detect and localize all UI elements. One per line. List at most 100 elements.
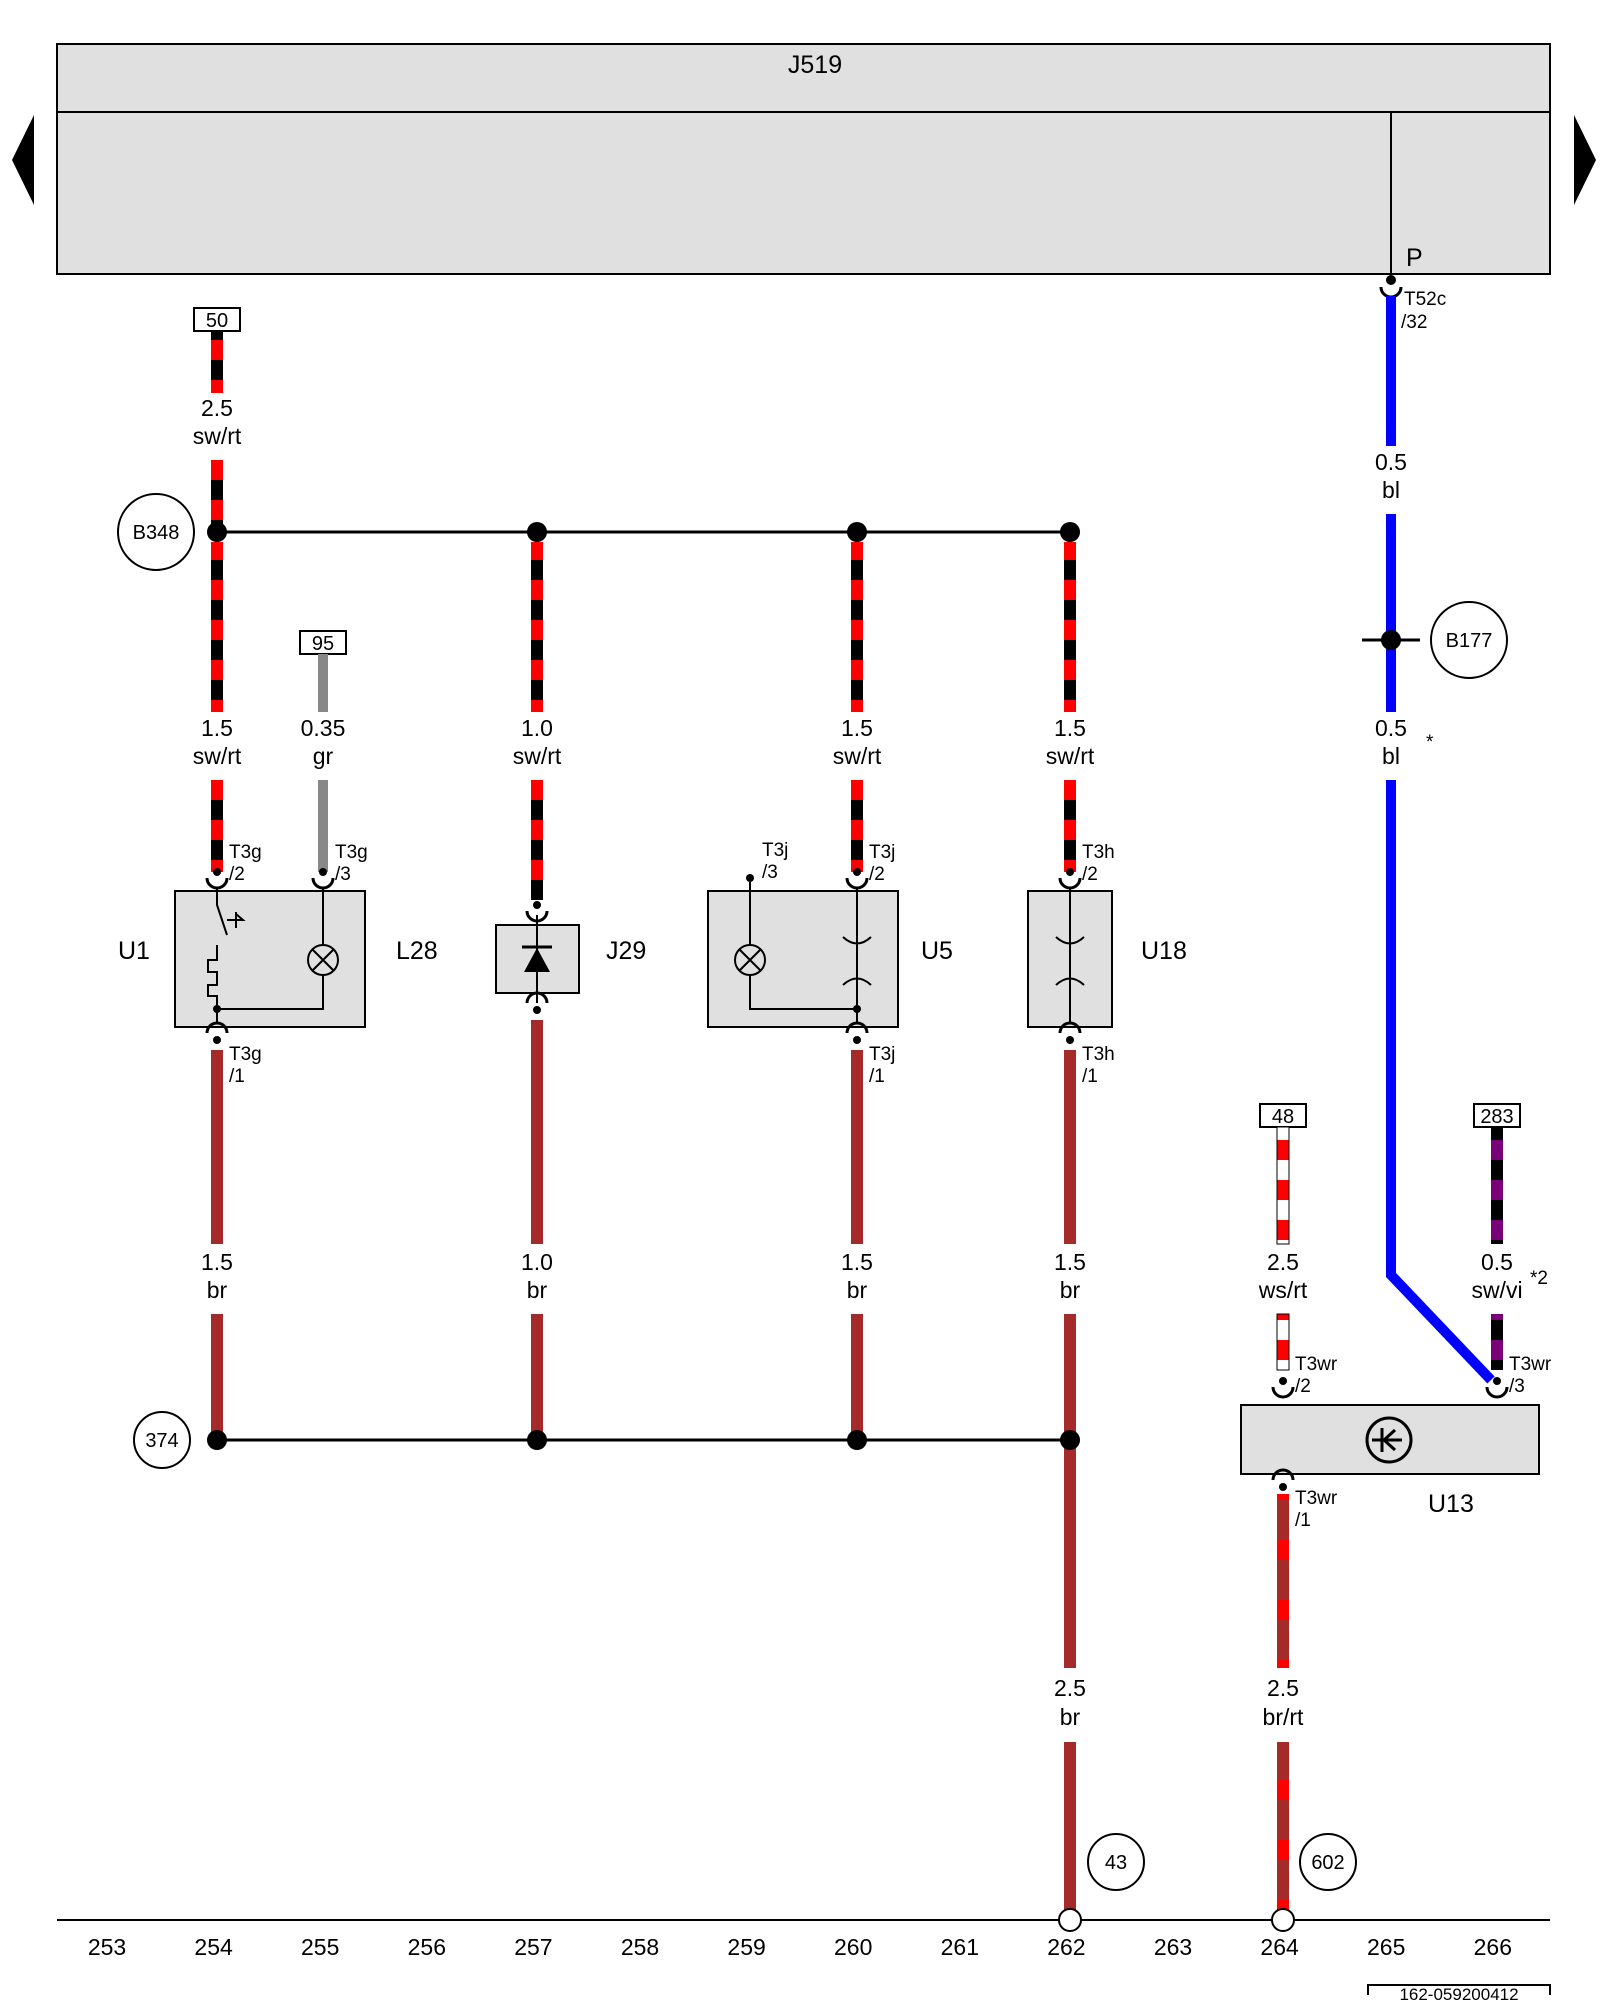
previous-page-arrow-icon[interactable] (12, 115, 34, 205)
column-number: 262 (1047, 1934, 1085, 1960)
svg-text:/2: /2 (1082, 864, 1098, 885)
junction-b177: B177 (1362, 601, 1508, 679)
wire-260-brown-upper (851, 1050, 863, 1244)
wire-257-upper (531, 542, 543, 712)
svg-text:T3h: T3h (1082, 1044, 1115, 1065)
wire-label-2-5-sw-rt: 2.5 sw/rt (193, 395, 242, 449)
component-u1-l28: U1 L28 (118, 888, 438, 1028)
svg-text:48: 48 (1272, 1106, 1294, 1128)
column-number: 254 (194, 1934, 233, 1960)
svg-text:43: 43 (1105, 1852, 1127, 1874)
svg-text:1.5: 1.5 (1054, 1249, 1086, 1275)
svg-text:T52c: T52c (1404, 289, 1446, 310)
svg-text:/32: /32 (1401, 312, 1427, 333)
wire-260-mid (851, 780, 863, 872)
svg-text:*2: *2 (1530, 1268, 1548, 1289)
ref-box-283: 283 (1473, 1103, 1521, 1128)
svg-text:sw/vi: sw/vi (1471, 1277, 1522, 1303)
svg-text:bl: bl (1382, 477, 1400, 503)
control-unit-label: J519 (788, 51, 842, 79)
ground-point-602: 602 (1299, 1833, 1357, 1891)
wire-bl-upper (1386, 296, 1396, 446)
component-u18: U18 (1027, 888, 1187, 1028)
connector-t3g-2: T3g /2 (205, 842, 262, 890)
svg-text:/2: /2 (1295, 1376, 1311, 1397)
wire-264-lower (1277, 1742, 1289, 1920)
column-number: 257 (514, 1934, 552, 1960)
svg-text:162-059200412: 162-059200412 (1399, 1985, 1518, 2000)
wire-bl-mid (1386, 514, 1396, 712)
svg-text:T3g: T3g (229, 842, 262, 863)
svg-text:/1: /1 (1082, 1066, 1098, 1087)
ground-node-262 (1060, 1430, 1080, 1450)
wire-label-bl-lower: 0.5 bl * (1375, 715, 1434, 769)
svg-text:1.5: 1.5 (841, 1249, 873, 1275)
svg-text:/2: /2 (869, 864, 885, 885)
svg-text:1.5: 1.5 (841, 715, 873, 741)
column-number: 259 (727, 1934, 765, 1960)
wire-262-brown-mid (1064, 1314, 1076, 1668)
svg-text:95: 95 (312, 633, 334, 655)
wire-label-264-bottom: 2.5 br/rt (1263, 1675, 1305, 1730)
wire-283-upper (1491, 1127, 1503, 1244)
svg-text:br: br (1060, 1277, 1081, 1303)
wire-262-brown-bottom (1064, 1742, 1076, 1920)
svg-text:1.5: 1.5 (1054, 715, 1086, 741)
svg-text:*: * (1426, 732, 1434, 753)
wire-260-upper (851, 542, 863, 712)
wire-label-283: 0.5 sw/vi *2 (1471, 1249, 1548, 1303)
wire-50-upper (211, 331, 223, 393)
column-number: 263 (1154, 1934, 1192, 1960)
svg-text:T3wr: T3wr (1295, 1488, 1338, 1509)
ground-node-260 (847, 1430, 867, 1450)
wire-48-upper (1276, 1126, 1290, 1245)
ground-terminal-262 (1058, 1908, 1082, 1932)
svg-text:T3h: T3h (1082, 842, 1115, 863)
svg-text:br: br (847, 1277, 868, 1303)
svg-text:br: br (527, 1277, 548, 1303)
svg-text:U13: U13 (1428, 1490, 1474, 1518)
svg-text:J29: J29 (606, 937, 646, 965)
svg-text:50: 50 (206, 310, 228, 332)
wire-bl-lower (1386, 780, 1495, 1384)
svg-text:0.5: 0.5 (1375, 715, 1407, 741)
component-u13: U13 (1240, 1404, 1540, 1518)
column-number: 265 (1367, 1934, 1405, 1960)
next-page-arrow-icon[interactable] (1574, 115, 1596, 205)
socket-icon (842, 936, 872, 986)
connector-t3j-3: T3j /3 (746, 840, 788, 883)
svg-text:1.5: 1.5 (201, 715, 233, 741)
svg-text:/3: /3 (335, 864, 351, 885)
wire-254-mid (211, 780, 223, 872)
svg-text:T3g: T3g (335, 842, 368, 863)
svg-text:/3: /3 (762, 862, 778, 883)
bus-node-254 (207, 522, 227, 542)
svg-text:br/rt: br/rt (1263, 1704, 1305, 1730)
connector-t3wr-2: T3wr /2 (1271, 1354, 1338, 1399)
svg-text:/2: /2 (229, 864, 245, 885)
component-j29: J29 (495, 915, 646, 1003)
svg-text:T3j: T3j (869, 842, 895, 863)
svg-text:ws/rt: ws/rt (1258, 1277, 1308, 1303)
column-number: 260 (834, 1934, 872, 1960)
connector-j29-bottom (525, 991, 549, 1014)
column-number: 255 (301, 1934, 339, 1960)
svg-text:U1: U1 (118, 937, 150, 965)
svg-text:283: 283 (1480, 1106, 1513, 1128)
control-unit-j519: J519 P (56, 43, 1551, 275)
svg-text:sw/rt: sw/rt (513, 743, 562, 769)
wire-50-lower (211, 460, 223, 532)
svg-text:T3g: T3g (229, 1044, 262, 1065)
connector-t3g-3: T3g /3 (311, 842, 368, 890)
svg-text:T3wr: T3wr (1295, 1354, 1338, 1375)
wire-254-brown-lower (211, 1314, 223, 1440)
svg-text:U5: U5 (921, 937, 953, 965)
svg-text:B177: B177 (1446, 630, 1493, 652)
svg-text:sw/rt: sw/rt (1046, 743, 1095, 769)
wire-255-lower (318, 780, 328, 872)
svg-text:374: 374 (145, 1430, 178, 1452)
wire-label-257-upper: 1.0 sw/rt (513, 715, 562, 769)
wire-264-upper (1277, 1494, 1289, 1668)
svg-text:gr: gr (313, 743, 334, 769)
